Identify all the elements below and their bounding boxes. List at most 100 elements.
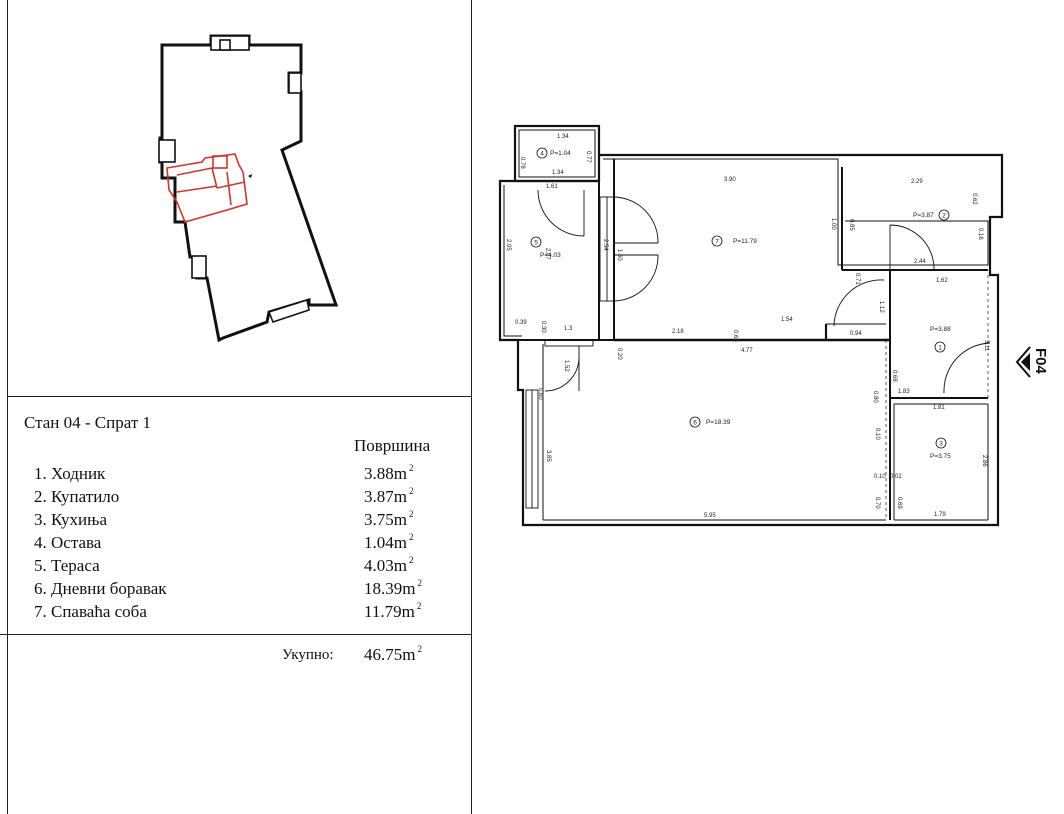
frame-divider: [471, 0, 472, 814]
room-name: 4. Остава: [34, 533, 102, 552]
dimension-label: 1.34: [557, 134, 569, 140]
dimension-label: 0.71: [854, 273, 860, 285]
dimension-label: 1.61: [546, 184, 558, 190]
room-number: 3: [939, 441, 943, 448]
area-column-header: Површина: [354, 436, 431, 455]
room-name: 7. Спаваћа соба: [34, 602, 147, 621]
dimension-label: 2.54: [602, 239, 608, 251]
room-name: 6. Дневни боравак: [34, 579, 167, 598]
dimension-labels: 1.34 1.34 0.78 0.77 1.61 3.90 1.00 2.29 …: [505, 134, 989, 519]
keyplan-marker: [248, 174, 252, 178]
room-area-label: P=11.79: [733, 238, 757, 245]
dimension-label: 0.10: [874, 428, 880, 440]
dimension-label: 1.81: [933, 405, 945, 411]
room-number: 7: [715, 239, 719, 246]
dimension-label: 2.86: [981, 455, 987, 467]
dimension-label: 1.12: [878, 301, 884, 313]
dimension-label: 2.44: [914, 259, 926, 265]
building-key-plan: [158, 34, 339, 343]
total-label: Укупно:: [282, 647, 334, 663]
dimension-label: 0.39: [515, 320, 527, 326]
dimension-label: 0.85: [848, 219, 854, 231]
dimension-label: 0.02: [890, 474, 902, 480]
dimension-label: 0.20: [616, 348, 622, 360]
plan-walls: [498, 124, 1004, 527]
room-area-label: P=3.75: [930, 453, 951, 460]
room-area-label: P=4.03: [540, 252, 561, 259]
dimension-label: 3.90: [724, 177, 736, 183]
dimension-label: 4.77: [741, 348, 753, 354]
floor-plan: 4 P=1.04 5 P=4.03 7 P=11.79 2 P=3.87 1 P…: [498, 124, 1004, 527]
plan-openings: [525, 189, 991, 509]
dimension-label: 5.95: [704, 513, 716, 519]
dimension-label: 0.94: [850, 331, 862, 337]
total-separator: [0, 634, 472, 635]
dimension-label: 1.00: [830, 218, 836, 230]
room-area-label: P=3.88: [930, 326, 951, 333]
unit-title: Стан 04 - Спрат 1: [24, 413, 152, 432]
dimension-label: 1.3: [564, 326, 573, 332]
dimension-label: 0.78: [519, 157, 525, 169]
dimension-label: 0.80: [872, 391, 878, 403]
room-number: 4: [540, 151, 544, 158]
room-name: 3. Кухиња: [34, 510, 107, 529]
dimension-label: 2.07: [544, 248, 550, 260]
keyplan-notch-left: [158, 139, 176, 163]
dimension-label: 2.05: [505, 239, 511, 251]
dimension-label: 0.63: [732, 330, 738, 342]
dimension-label: 3.11: [983, 340, 989, 352]
dimension-label: 1.79: [934, 512, 946, 518]
dimension-label: 0.68: [891, 370, 897, 382]
dimension-label: 0.16: [977, 228, 983, 240]
highlighted-unit: [166, 153, 248, 223]
plan-dashed-lines: [885, 275, 989, 520]
dimension-label: 1.62: [936, 278, 948, 284]
frame-left-border: [7, 0, 8, 814]
room-name: 1. Ходник: [34, 464, 106, 483]
dimension-label: 1.60: [616, 249, 622, 261]
room-number: 2: [942, 213, 946, 220]
frame-horizontal-divider: [7, 396, 472, 397]
room-number: 6: [693, 420, 697, 427]
keyplan-notch-top-inner: [219, 39, 231, 51]
room-area-label: P=18.39: [706, 419, 731, 426]
dimension-label: 3.85: [545, 450, 551, 462]
dimension-label: 0.60: [537, 388, 543, 400]
dimension-label: 0.30: [540, 321, 546, 333]
dimension-label: 1.54: [781, 317, 793, 323]
dimension-label: 1.34: [552, 170, 564, 176]
dimension-label: 0.10: [874, 474, 886, 480]
room-area-label: P=3.87: [913, 212, 934, 219]
room-area-label: P=1.04: [550, 150, 571, 157]
keyplan-notch-right: [288, 72, 302, 94]
room-number: 5: [534, 240, 538, 247]
dimension-label: 2.29: [911, 179, 923, 185]
keyplan-notch-bottom: [267, 298, 310, 323]
keyplan-notch-left-low: [191, 255, 207, 279]
orientation-label: F04: [1032, 348, 1049, 374]
building-outline: [158, 34, 339, 343]
dimension-label: 1.83: [898, 389, 910, 395]
dimension-label: 0.62: [971, 193, 977, 205]
room-number: 1: [938, 345, 942, 352]
orientation-arrow-icon: [1015, 346, 1031, 378]
room-markers: [530, 147, 950, 449]
room-name: 5. Тераса: [34, 556, 100, 575]
dimension-label: 0.69: [896, 497, 902, 509]
